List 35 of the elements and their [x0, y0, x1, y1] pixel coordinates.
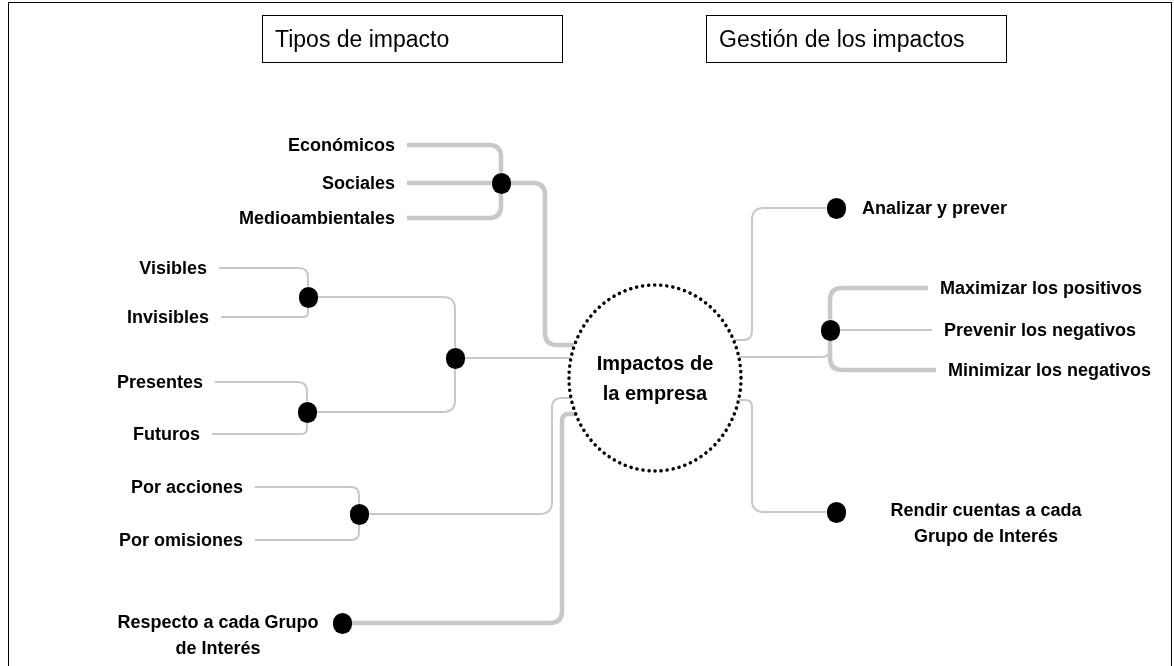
connector-line: [407, 193, 504, 221]
branch-label: Maximizar los positivos: [940, 276, 1143, 300]
node-caption: Analizar y prever: [862, 197, 1009, 220]
branch-label: Invisibles: [126, 305, 209, 329]
dotted-circle: [567, 283, 743, 473]
connector-line: [838, 329, 933, 331]
connector-line: [316, 296, 456, 349]
title-box: Gestión de los impactos: [706, 15, 1007, 63]
branch-label: Visibles: [139, 256, 207, 280]
branch-label: Minimizar los negativos: [948, 358, 1152, 382]
connector-line: [351, 411, 576, 626]
connector-line: [407, 142, 504, 173]
branch-label: Sociales: [321, 171, 395, 195]
branch-label: Por omisiones: [118, 528, 243, 552]
branch-label: Por acciones: [130, 475, 243, 499]
branch-label: Económicos: [287, 133, 395, 157]
branch-label: Futuros: [133, 422, 200, 446]
branch-label: Prevenir los negativos: [944, 318, 1137, 342]
connector-line: [218, 267, 309, 288]
connector-line: [254, 523, 360, 541]
connector-line: [510, 180, 575, 348]
connector-line: [214, 381, 308, 403]
connector-line: [254, 486, 360, 505]
connector-line: [407, 180, 492, 186]
connector-line: [211, 421, 308, 435]
node-caption: Respecto a cada Grupo de Interés: [116, 611, 320, 661]
branch-label: Medioambientales: [238, 206, 395, 230]
hub-label: Impactos de la empresa: [595, 351, 715, 406]
connector-line: [315, 367, 456, 413]
connector-line: [827, 285, 928, 320]
connector-line: [827, 340, 936, 373]
node-caption: Rendir cuentas a cada Grupo de Interés: [889, 499, 1083, 549]
title-box: Tipos de impacto: [262, 15, 563, 63]
connector-line: [220, 306, 309, 318]
branch-label: Presentes: [116, 370, 203, 394]
